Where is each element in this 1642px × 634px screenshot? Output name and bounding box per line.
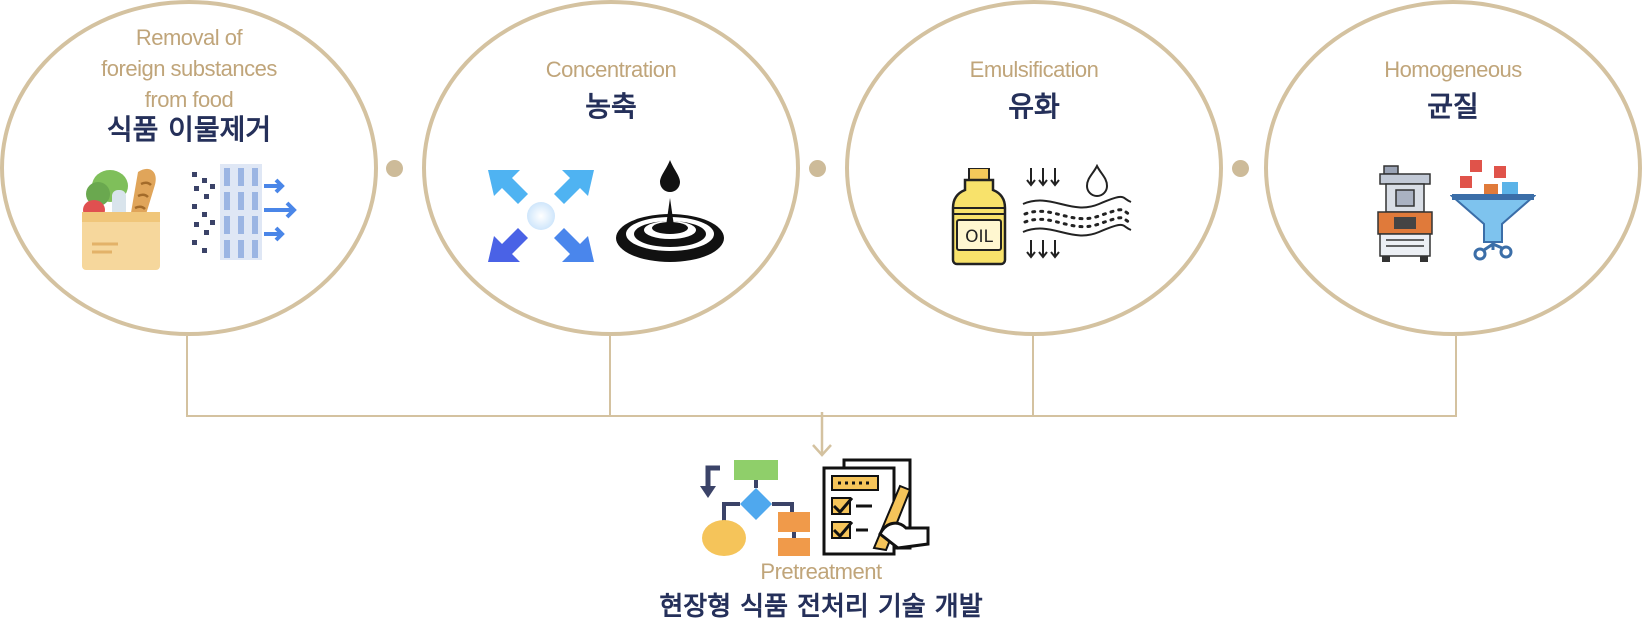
step-ring [0, 0, 378, 336]
step-ring [1264, 0, 1642, 336]
connector-dot-1 [386, 160, 403, 177]
step-removal: Removal of foreign substances from food … [0, 0, 378, 336]
step-label-en: Emulsification [969, 57, 1099, 82]
connector-line-2 [609, 336, 611, 417]
step-emulsification: Emulsification 유화 OIL [845, 0, 1223, 336]
oil-bottle-icon: OIL [951, 168, 1007, 266]
result-label-en: Pretreatment [760, 559, 882, 584]
step-label-ko: 농축 [585, 90, 637, 123]
funnel-icon [1450, 160, 1536, 261]
step-label-en-line-3: from food [144, 87, 234, 112]
step-label-en: Concentration [545, 57, 677, 82]
connector-dot-3 [1232, 160, 1249, 177]
step-ring [845, 0, 1223, 336]
water-drop-ripple-icon [616, 160, 724, 262]
step-label-ko: 균질 [1427, 90, 1479, 123]
result-label-ko: 현장형 식품 전처리 기술 개발 [659, 592, 983, 622]
connector-line-3 [1032, 336, 1034, 417]
step-label-en: Homogeneous [1384, 57, 1522, 82]
connector-dot-2 [809, 160, 826, 177]
converging-arrows-icon [488, 170, 594, 262]
down-arrow-icon [812, 412, 832, 457]
flowchart-icon [700, 460, 810, 556]
checklist-icon [822, 458, 930, 556]
step-ring [422, 0, 800, 336]
homogenizer-machine-icon [1377, 165, 1433, 262]
step-label-en-line-1: Removal of [135, 25, 243, 50]
filtration-icon [192, 164, 297, 260]
step-concentration: Concentration 농축 [422, 0, 800, 336]
grocery-bag-icon [82, 168, 160, 270]
emulsion-wave-icon [1022, 164, 1132, 259]
connector-line-1 [186, 336, 188, 417]
step-label-ko: 유화 [1008, 90, 1060, 123]
svg-text:OIL: OIL [965, 227, 993, 247]
connector-line-4 [1455, 336, 1457, 417]
step-label-ko: 식품 이물제거 [106, 113, 272, 146]
step-label-en-line-2: foreign substances [101, 56, 277, 81]
step-homogeneous: Homogeneous 균질 [1264, 0, 1642, 336]
